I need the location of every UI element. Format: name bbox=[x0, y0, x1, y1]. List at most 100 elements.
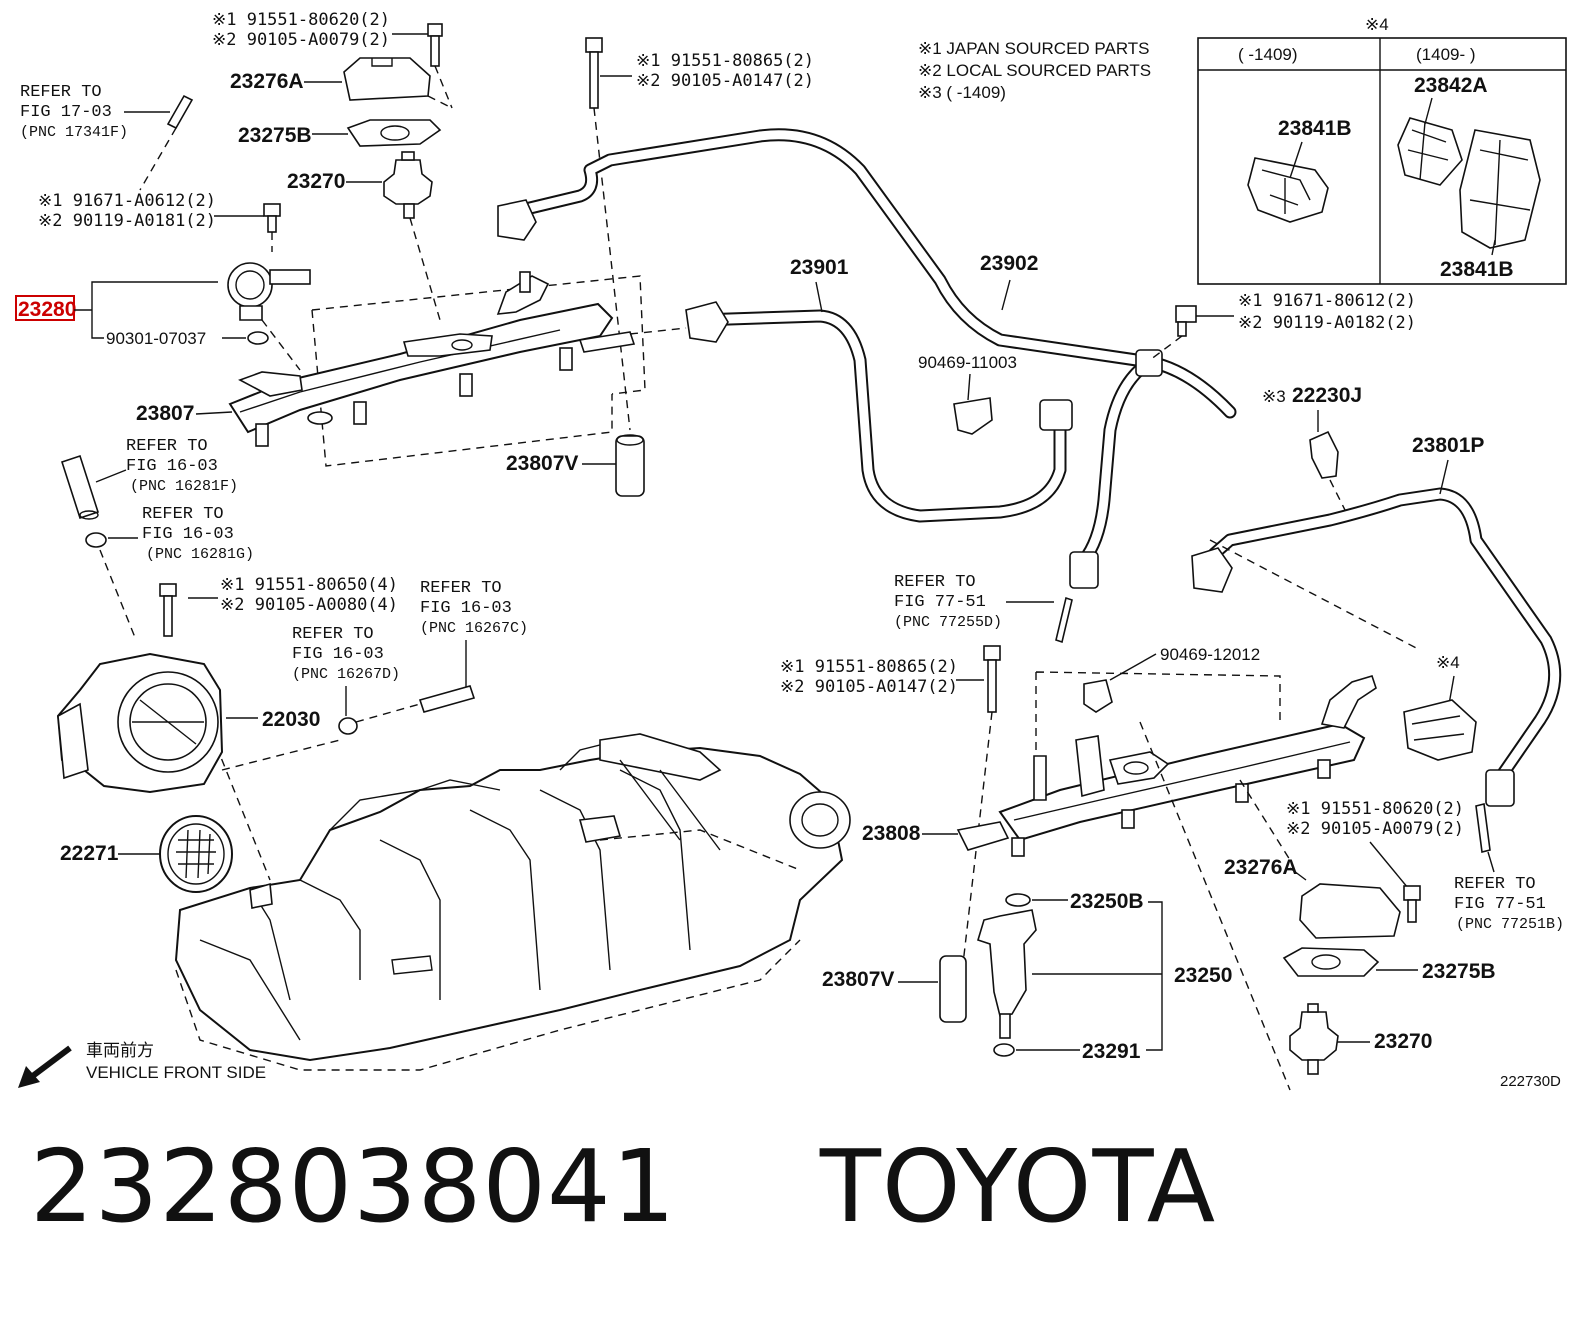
part-label: 23250B bbox=[1070, 890, 1144, 913]
fuel-rail-upper: 23807 bbox=[136, 271, 646, 467]
bolt-spec-line: ※1 91551-80650(4) bbox=[220, 575, 398, 595]
intake-manifold bbox=[174, 733, 851, 1071]
fuel-pipe-23801P: 23801P bbox=[1191, 434, 1562, 807]
part-label-23841B-right: 23841B bbox=[1440, 258, 1514, 281]
part-22271: 22271 bbox=[60, 815, 233, 893]
part-23276A-bot: 23276A bbox=[1224, 856, 1401, 939]
ref-line: REFER TO bbox=[142, 505, 224, 524]
bolt-spec-line: ※2 90119-A0182(2) bbox=[1238, 313, 1416, 333]
bolt-spec: ※1 91551-80865(2) ※2 90105-A0147(2) bbox=[585, 37, 814, 431]
injector-group: 23250B 23250 23291 23807V bbox=[822, 890, 1232, 1063]
fuel-rail-lower: 23808 bbox=[862, 671, 1377, 1091]
ref-pnc: (PNC 77251B) bbox=[1456, 916, 1564, 933]
relay-icon bbox=[1397, 97, 1541, 256]
ref-16-03-267C: REFER TO FIG 16-03 (PNC 16267C) bbox=[418, 579, 528, 713]
part-mark: ※4 bbox=[1436, 653, 1460, 672]
ref-line: REFER TO bbox=[1454, 875, 1536, 894]
ref-line: FIG 77-51 bbox=[1454, 895, 1546, 914]
part-label: 23901 bbox=[790, 256, 849, 279]
fuel-pipe-23901: 23901 bbox=[629, 256, 1073, 523]
part-label: 23902 bbox=[980, 252, 1038, 275]
ref-line: FIG 16-03 bbox=[126, 457, 218, 476]
part-23270-top: 23270 bbox=[287, 151, 441, 321]
ref-16-03-281F: REFER TO FIG 16-03 (PNC 16281F) bbox=[60, 437, 238, 520]
part-label: 23807V bbox=[822, 968, 894, 991]
inset-box: ※4 ( -1409) (1409- ) 23841B 23842A 23841… bbox=[1197, 15, 1567, 285]
ref-pnc: (PNC 16281F) bbox=[130, 478, 238, 495]
note-japan: ※1 JAPAN SOURCED PARTS bbox=[918, 39, 1150, 58]
caption-part-number: 2328038041 bbox=[30, 1128, 677, 1245]
part-label: 22030 bbox=[262, 708, 320, 731]
ref-line: FIG 77-51 bbox=[894, 593, 986, 612]
ref-17-03: REFER TO FIG 17-03 (PNC 17341F) bbox=[20, 83, 194, 191]
part-label: 22230J bbox=[1292, 384, 1362, 407]
ref-77-51-255D: REFER TO FIG 77-51 (PNC 77255D) bbox=[894, 573, 1073, 644]
bolt-spec-line: ※1 91551-80865(2) bbox=[636, 51, 814, 71]
part-label: 23276A bbox=[1224, 856, 1298, 879]
ref-16-03-267D: REFER TO FIG 16-03 (PNC 16267D) bbox=[292, 625, 421, 735]
part-90301: 90301-07037 bbox=[106, 329, 269, 348]
caption-brand: TOYOTA bbox=[819, 1128, 1217, 1245]
part-label: 22271 bbox=[60, 842, 119, 865]
ref-line: REFER TO bbox=[894, 573, 976, 592]
bolt-spec-line: ※1 91551-80620(2) bbox=[1286, 799, 1464, 819]
part-23270-bot: 23270 bbox=[1289, 1003, 1432, 1075]
part-label: 23275B bbox=[1422, 960, 1496, 983]
part-label-23841B-left: 23841B bbox=[1278, 117, 1352, 140]
part-label: 90301-07037 bbox=[106, 329, 206, 348]
bolt-spec-line: ※2 90105-A0147(2) bbox=[780, 677, 958, 697]
note-date: ※3 ( -1409) bbox=[918, 83, 1006, 102]
part-label: 23801P bbox=[1412, 434, 1484, 457]
product-caption: 2328038041 TOYOTA bbox=[30, 1128, 1216, 1245]
part-23280: 23280 bbox=[15, 262, 311, 371]
ref-pnc: (PNC 17341F) bbox=[20, 124, 128, 141]
part-label: 23291 bbox=[1082, 1040, 1141, 1063]
ref-77-51-251B: REFER TO FIG 77-51 (PNC 77251B) bbox=[1454, 803, 1564, 933]
part-label: 23276A bbox=[230, 70, 304, 93]
bolt-spec-line: ※1 91551-80865(2) bbox=[780, 657, 958, 677]
ref-pnc: (PNC 16281G) bbox=[146, 546, 254, 563]
front-side-jp: 車両前方 bbox=[86, 1041, 154, 1060]
part-90469-12012: 90469-12012 bbox=[1083, 645, 1260, 713]
ref-line: REFER TO bbox=[420, 579, 502, 598]
part-23807V-top: 23807V bbox=[506, 434, 645, 497]
ref-line: REFER TO bbox=[126, 437, 208, 456]
bolt-spec-line: ※1 91551-80620(2) bbox=[212, 10, 390, 30]
part-23276A-top: 23276A bbox=[230, 57, 453, 109]
part-23275B-top: 23275B bbox=[238, 119, 442, 147]
part-label: 23275B bbox=[238, 124, 312, 147]
part-label: 23808 bbox=[862, 822, 921, 845]
bolt-spec-line: ※2 90119-A0181(2) bbox=[38, 211, 216, 231]
front-arrow-icon bbox=[28, 1045, 72, 1081]
ref-pnc: (PNC 77255D) bbox=[894, 614, 1002, 631]
part-label-23842A: 23842A bbox=[1414, 74, 1488, 97]
inset-mark: ※4 bbox=[1365, 15, 1389, 34]
bolt-spec-line: ※2 90105-A0079(2) bbox=[1286, 819, 1464, 839]
bolt-spec: ※1 91671-A0612(2) ※2 90119-A0181(2) bbox=[38, 191, 281, 252]
ref-line: FIG 16-03 bbox=[292, 645, 384, 664]
part-90469-11003: 90469-11003 bbox=[918, 353, 1017, 435]
part-label: 23807 bbox=[136, 402, 194, 425]
part-label-highlight: 23280 bbox=[18, 298, 76, 321]
bolt-spec-line: ※2 90105-A0080(4) bbox=[220, 595, 398, 615]
ref-line: FIG 16-03 bbox=[142, 525, 234, 544]
ref-pnc: (PNC 16267C) bbox=[420, 620, 528, 637]
ref-line: REFER TO bbox=[292, 625, 374, 644]
front-side-en: VEHICLE FRONT SIDE bbox=[86, 1063, 266, 1082]
ref-line: FIG 17-03 bbox=[20, 103, 112, 122]
part-label: 90469-11003 bbox=[918, 353, 1017, 372]
part-22230J: ※3 22230J bbox=[1262, 384, 1362, 521]
part-mark: ※3 bbox=[1262, 387, 1286, 406]
bolt-spec-line: ※1 91671-80612(2) bbox=[1238, 291, 1416, 311]
part-22030: 22030 bbox=[56, 652, 341, 794]
inset-col-left: ( -1409) bbox=[1238, 45, 1298, 64]
bolt-spec: ※1 91551-80620(2) ※2 90105-A0079(2) bbox=[1286, 799, 1464, 923]
part-23275B-bot: 23275B bbox=[1282, 947, 1496, 983]
bolt-spec: ※1 91551-80620(2) ※2 90105-A0079(2) bbox=[212, 10, 430, 50]
inset-col-right: (1409- ) bbox=[1416, 45, 1476, 64]
bolt-spec: ※1 91551-80865(2) ※2 90105-A0147(2) bbox=[780, 645, 1001, 991]
part-label: 23270 bbox=[1374, 1030, 1432, 1053]
ref-line: REFER TO bbox=[20, 83, 102, 102]
diagram-code: 222730D bbox=[1500, 1073, 1561, 1090]
